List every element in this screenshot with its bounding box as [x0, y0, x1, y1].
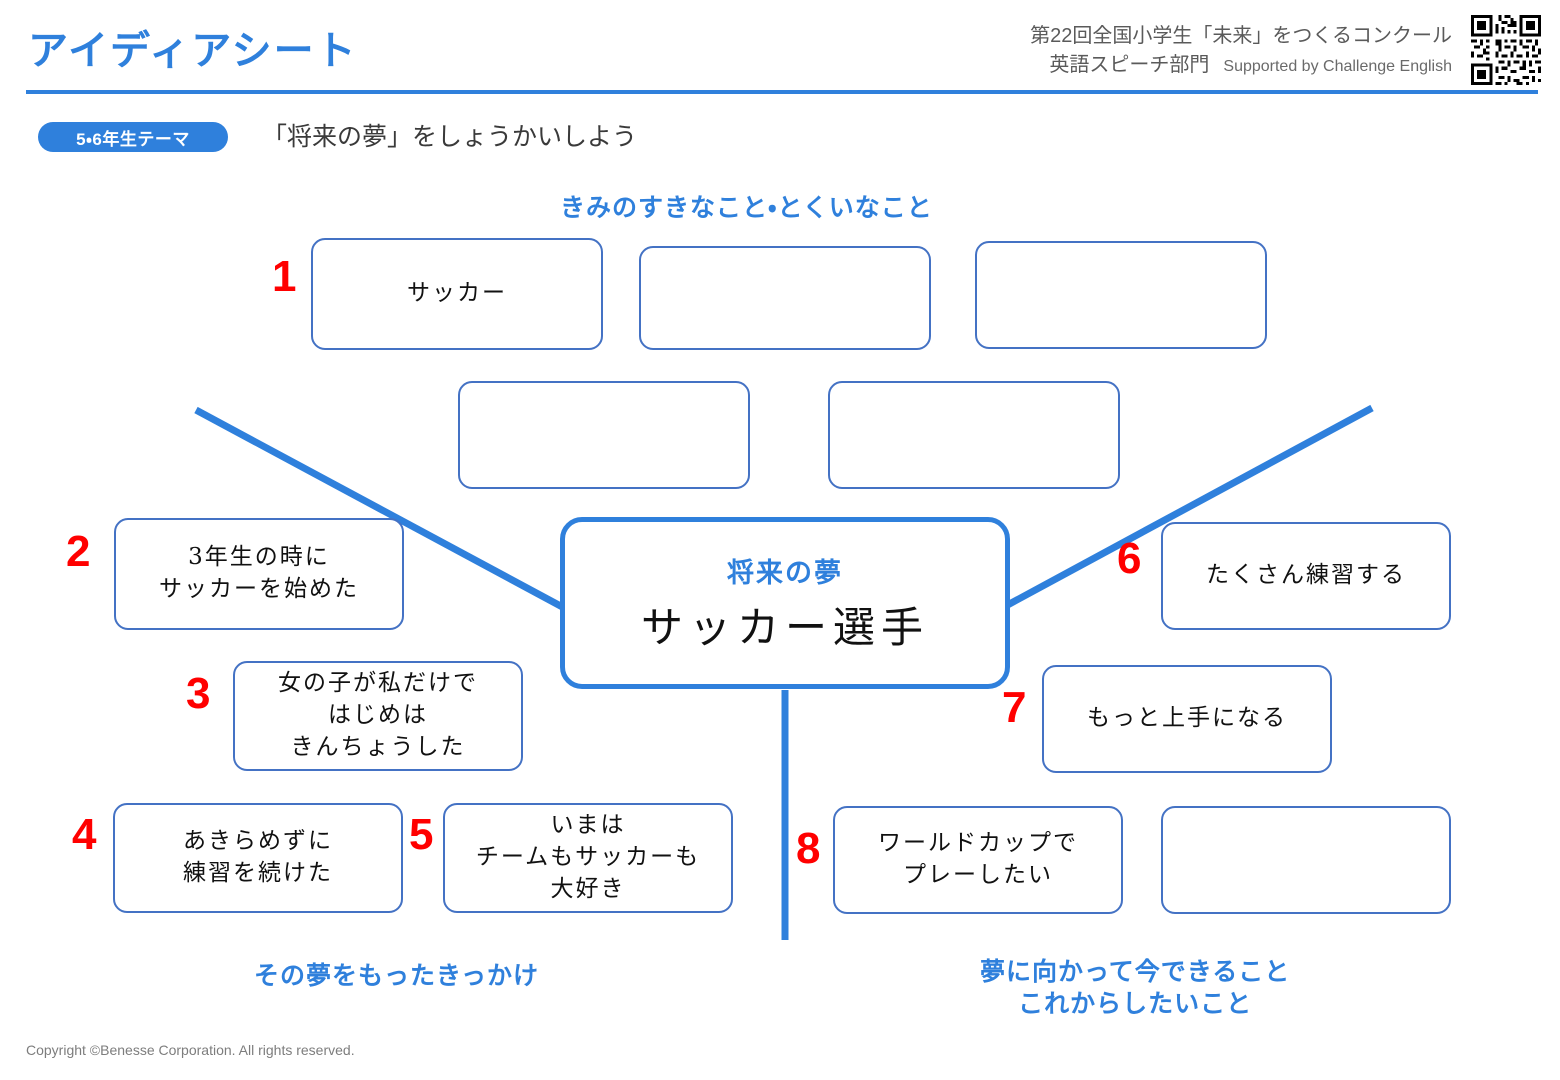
heading-dream-trigger: その夢をもったきっかけ — [254, 962, 540, 990]
box-number-3: 3 — [186, 669, 211, 718]
idea-box-top-2[interactable] — [639, 246, 931, 350]
copyright-notice: Copyright ©Benesse Corporation. All righ… — [26, 1042, 355, 1058]
heading-future-actions: 夢に向かって今できること これからしたいこと — [980, 956, 1290, 1020]
central-dream-box[interactable]: 将来の夢 サッカー選手 — [560, 517, 1010, 689]
box-number-1: 1 — [272, 252, 297, 301]
idea-box-top-1-text: サッカー — [407, 280, 507, 307]
theme-statement: 「将来の夢」をしょうかいしよう — [262, 123, 638, 151]
idea-box-2[interactable]: 3年生の時に サッカーを始めた — [114, 518, 404, 630]
box-number-8: 8 — [796, 824, 821, 873]
box-number-7: 7 — [1002, 683, 1027, 732]
grade-theme-badge: 5・6年生テーマ — [38, 122, 228, 152]
heading-likes-strengths: きみのすきなこと・とくいなこと — [560, 194, 933, 222]
box-number-2: 2 — [66, 527, 91, 576]
page-title: アイディアシート — [28, 29, 358, 73]
idea-box-7-text: もっと上手になる — [1087, 705, 1287, 732]
idea-box-second-1[interactable] — [458, 381, 750, 489]
contest-division: 英語スピーチ部門 — [1049, 54, 1210, 76]
supported-by-label: Supported by Challenge English — [1223, 58, 1452, 75]
idea-box-3-text: 女の子が私だけで はじめは きんちょうした — [278, 670, 478, 760]
central-dream-value: サッカー選手 — [640, 603, 929, 652]
idea-box-4-text: あきらめずに 練習を続けた — [183, 828, 333, 886]
idea-box-8-text: ワールドカップで プレーしたい — [878, 830, 1078, 888]
heading-future-actions-line2: これからしたいこと — [1018, 990, 1253, 1018]
idea-box-5-text: いまは チームもサッカーも 大好き — [475, 812, 701, 902]
idea-box-top-1[interactable]: サッカー — [311, 238, 603, 350]
idea-box-3[interactable]: 女の子が私だけで はじめは きんちょうした — [233, 661, 523, 771]
idea-box-7[interactable]: もっと上手になる — [1042, 665, 1332, 773]
box-number-5: 5 — [409, 810, 434, 859]
idea-box-6-text: たくさん練習する — [1206, 562, 1406, 589]
idea-box-second-2[interactable] — [828, 381, 1120, 489]
box-number-6: 6 — [1117, 534, 1142, 583]
idea-box-4[interactable]: あきらめずに 練習を続けた — [113, 803, 403, 913]
idea-box-top-3[interactable] — [975, 241, 1267, 349]
idea-box-8[interactable]: ワールドカップで プレーしたい — [833, 806, 1123, 914]
box-number-4: 4 — [72, 810, 97, 859]
header-divider — [26, 90, 1538, 94]
idea-box-2-text: 3年生の時に サッカーを始めた — [159, 544, 359, 602]
contest-info: 第22回全国小学生「未来」をつくるコンクール 英語スピーチ部門 Supported… — [1030, 22, 1452, 80]
central-dream-label: 将来の夢 — [727, 558, 843, 588]
heading-future-actions-line1: 夢に向かって今できること — [980, 958, 1291, 986]
idea-box-right-empty[interactable] — [1161, 806, 1451, 914]
qr-code-icon — [1468, 12, 1544, 88]
contest-name: 第22回全国小学生「未来」をつくるコンクール — [1030, 25, 1452, 47]
idea-box-5[interactable]: いまは チームもサッカーも 大好き — [443, 803, 733, 913]
idea-box-6[interactable]: たくさん練習する — [1161, 522, 1451, 630]
